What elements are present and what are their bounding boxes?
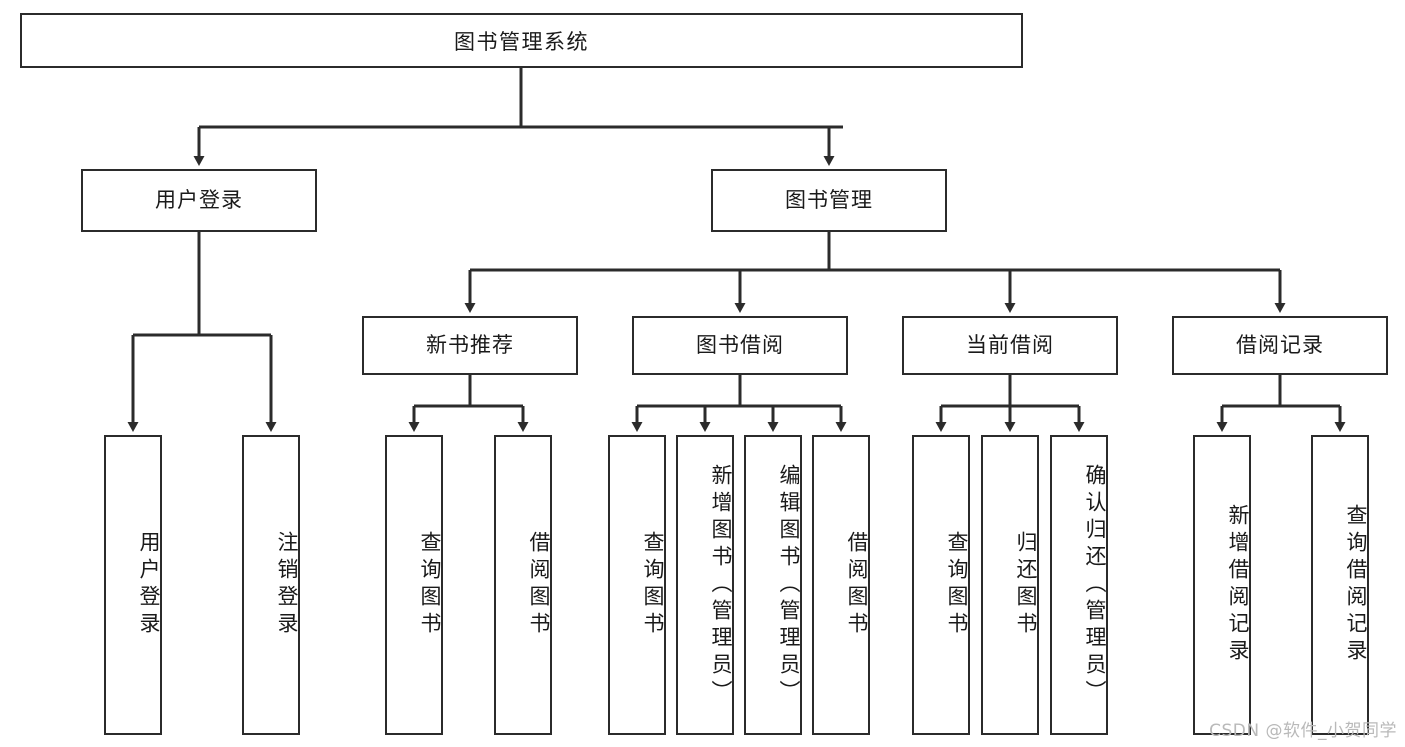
leaf-query-book-recommend[interactable]: 查询图书 <box>385 435 443 735</box>
node-root-book-management-system[interactable]: 图书管理系统 <box>20 13 1023 68</box>
leaf-edit-book-admin[interactable]: 编辑图书（管理员） <box>744 435 802 735</box>
node-borrow-record[interactable]: 借阅记录 <box>1172 316 1388 375</box>
node-book-manage[interactable]: 图书管理 <box>711 169 947 232</box>
node-label: 图书管理 <box>785 187 873 212</box>
node-label: 图书管理系统 <box>454 29 589 54</box>
leaf-return-book[interactable]: 归还图书 <box>981 435 1039 735</box>
node-label: 查询图书 <box>945 531 969 639</box>
node-label: 借阅记录 <box>1236 332 1324 357</box>
leaf-logout-login[interactable]: 注销登录 <box>242 435 300 735</box>
leaf-user-login[interactable]: 用户登录 <box>104 435 162 735</box>
node-label: 注销登录 <box>275 531 299 639</box>
leaf-query-borrow-record[interactable]: 查询借阅记录 <box>1311 435 1369 735</box>
node-book-borrow[interactable]: 图书借阅 <box>632 316 848 375</box>
node-label: 新增借阅记录 <box>1226 504 1250 666</box>
node-label: 图书借阅 <box>696 332 784 357</box>
leaf-query-book-current[interactable]: 查询图书 <box>912 435 970 735</box>
leaf-confirm-return-admin[interactable]: 确认归还（管理员） <box>1050 435 1108 735</box>
node-label: 借阅图书 <box>527 531 551 639</box>
node-label: 归还图书 <box>1014 531 1038 639</box>
node-label: 用户登录 <box>137 531 161 639</box>
node-label: 查询图书 <box>641 531 665 639</box>
node-label: 借阅图书 <box>845 531 869 639</box>
watermark-text: CSDN @软件_小贺同学 <box>1209 721 1397 741</box>
leaf-borrow-book-recommend[interactable]: 借阅图书 <box>494 435 552 735</box>
node-new-book-recommend[interactable]: 新书推荐 <box>362 316 578 375</box>
node-label: 查询图书 <box>418 531 442 639</box>
node-user-login[interactable]: 用户登录 <box>81 169 317 232</box>
node-label: 编辑图书（管理员） <box>777 463 801 707</box>
node-label: 查询借阅记录 <box>1344 504 1368 666</box>
leaf-add-book-admin[interactable]: 新增图书（管理员） <box>676 435 734 735</box>
node-label: 新增图书（管理员） <box>709 463 733 707</box>
leaf-add-borrow-record[interactable]: 新增借阅记录 <box>1193 435 1251 735</box>
node-label: 用户登录 <box>155 187 243 212</box>
node-label: 新书推荐 <box>426 332 514 357</box>
node-current-borrow[interactable]: 当前借阅 <box>902 316 1118 375</box>
leaf-borrow-book[interactable]: 借阅图书 <box>812 435 870 735</box>
node-label: 确认归还（管理员） <box>1083 463 1107 707</box>
node-label: 当前借阅 <box>966 332 1054 357</box>
leaf-query-book-borrow[interactable]: 查询图书 <box>608 435 666 735</box>
